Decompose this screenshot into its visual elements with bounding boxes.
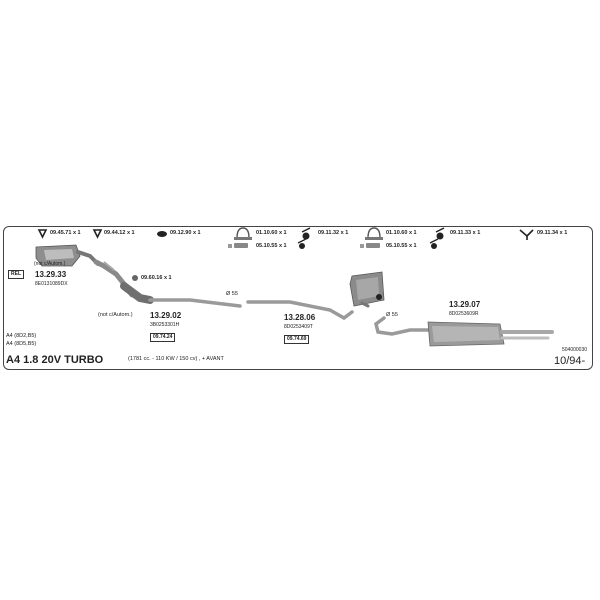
clamp-band-icon <box>234 243 248 248</box>
fitting-code[interactable]: 09.12.90 x 1 <box>170 230 201 236</box>
hanger-icon <box>301 227 311 240</box>
diagram-frame <box>3 226 593 370</box>
fitting-code[interactable]: 09.11.33 x 1 <box>450 230 481 236</box>
vehicle-variant: A4 (8D5,B5) <box>6 341 37 347</box>
fitting-code[interactable]: 05.10.55 x 1 <box>386 243 417 249</box>
bolt-icon <box>360 244 364 248</box>
fitting-code[interactable]: 01.10.60 x 1 <box>256 230 287 236</box>
centre-silencer-part[interactable] <box>349 271 385 308</box>
fitting-code[interactable]: 09.11.34 x 1 <box>537 230 568 236</box>
gasket-triangle-icon <box>37 229 48 239</box>
hanger-icon <box>297 238 307 249</box>
gasket-triangle-icon <box>92 229 103 239</box>
ref-code[interactable]: 09.74.69 <box>284 335 310 344</box>
part-tag: REL <box>8 270 24 279</box>
part-code[interactable]: 13.28.06 <box>284 313 316 322</box>
oem-number: 8E0131089DX <box>35 281 68 287</box>
rubber-mount-icon <box>157 231 167 237</box>
bracket-icon <box>519 229 534 240</box>
rear-silencer-part[interactable] <box>374 316 554 347</box>
middle-pipe-part[interactable] <box>246 300 354 321</box>
fitting-code[interactable]: 09.45.71 x 1 <box>50 230 81 236</box>
part-code[interactable]: 13.29.33 <box>35 270 67 279</box>
fitting-code[interactable]: 09.60.16 x 1 <box>141 275 172 281</box>
fitting-code[interactable]: 09.11.32 x 1 <box>318 230 349 236</box>
part-code[interactable]: 13.29.02 <box>150 311 182 320</box>
clamp-icon <box>234 227 252 240</box>
bolt-icon <box>228 244 232 248</box>
part-note: (not c/Autom.) <box>98 312 133 318</box>
model-spec: (1781 cc. - 110 KW / 150 cv) , + AVANT <box>128 356 224 362</box>
oem-number: 3B0253301H <box>150 322 180 328</box>
clamp-icon <box>365 227 383 240</box>
front-pipe-part[interactable] <box>93 259 242 308</box>
pipe-diameter: Ø 55 <box>386 312 398 318</box>
fitting-code[interactable]: 01.10.60 x 1 <box>386 230 417 236</box>
date-range: 10/94- <box>554 355 586 367</box>
model-title: A4 1.8 20V TURBO <box>6 354 104 366</box>
hanger-icon <box>435 227 445 240</box>
pipe-diameter: Ø 55 <box>226 291 238 297</box>
hanger-icon <box>429 238 439 249</box>
fitting-code[interactable]: 09.44.12 x 1 <box>104 230 135 236</box>
part-note: (not c/Autom.) <box>34 261 66 267</box>
fitting-code[interactable]: 05.10.55 x 1 <box>256 243 287 249</box>
part-code[interactable]: 13.29.07 <box>449 300 481 309</box>
vehicle-variant: A4 (8D2,B5) <box>6 333 37 339</box>
clamp-band-icon <box>366 243 380 248</box>
diagram-code: 504000030 <box>562 347 588 353</box>
ref-code[interactable]: 09.74.24 <box>150 333 176 342</box>
oem-number: 8D0253409T <box>284 324 313 330</box>
oem-number: 8D0253609R <box>449 311 479 317</box>
